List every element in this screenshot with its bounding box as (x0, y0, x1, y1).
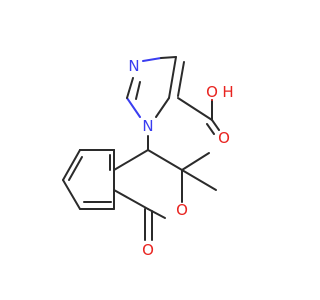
bond-cacid-o-1 (211, 119, 220, 131)
atom-lactone-carbonyl-o-label: O (142, 241, 154, 259)
atom-acid-oh-h-label: H (222, 83, 233, 101)
bond-n1-c2 (126, 97, 141, 118)
atom-acid-carbonyl-o-label: O (218, 129, 230, 147)
bond-cacid-o-2 (206, 123, 215, 135)
bond-c3-me2 (181, 169, 217, 191)
bond-n3-c4-b (160, 56, 177, 59)
bond-c4-c5-a (168, 56, 177, 99)
chemical-structure: N N O H O O O (62, 56, 234, 259)
bond-c2-n3-b (135, 81, 141, 100)
bond-c5-cacid (177, 97, 213, 121)
bond-n3-c4 (142, 57, 162, 62)
bond-o2-c1 (147, 208, 166, 219)
bond-c4-c4a (113, 149, 149, 171)
bond-ar-inner-1 (68, 156, 83, 181)
atom-ring-o-label: O (176, 201, 188, 219)
imidazole-ring (126, 56, 185, 118)
bond-ar-3 (62, 179, 81, 210)
atom-acid-oh-o-label: O (206, 83, 218, 101)
isochromanone-core (113, 149, 217, 241)
carboxylic-acid (177, 97, 220, 135)
bond-c1-c8a (113, 189, 149, 210)
bond-c4-c3 (147, 149, 183, 171)
bond-c2-n3-a (126, 77, 134, 99)
atom-n3-label: N (128, 57, 139, 75)
bond-ar-2 (62, 149, 81, 181)
bond-c3-me1 (181, 152, 210, 171)
bond-c5-n1 (155, 97, 170, 118)
atom-n1-label: N (142, 117, 153, 135)
benzene-ring (62, 149, 115, 210)
bond-c4-c5-b (177, 61, 185, 97)
